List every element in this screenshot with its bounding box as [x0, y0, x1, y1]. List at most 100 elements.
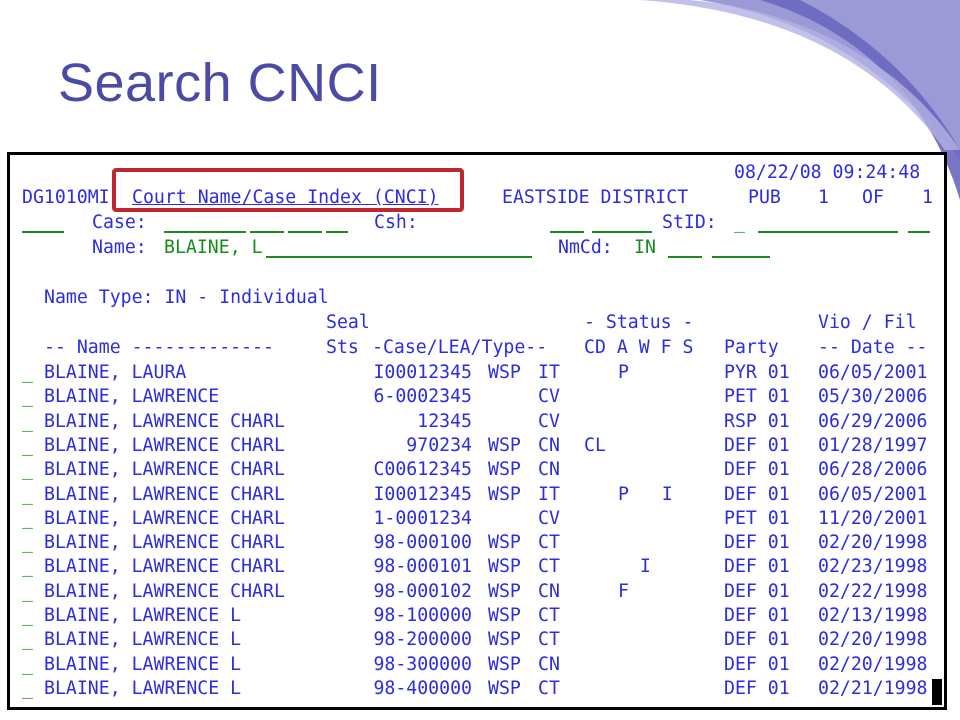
- nmcd-value[interactable]: IN: [634, 237, 656, 258]
- csh-field-2[interactable]: [592, 213, 652, 233]
- terminal-cursor: [932, 679, 942, 705]
- row-lea: WSP: [488, 532, 521, 554]
- column-header-1: Seal - Status - Vio / Fil: [22, 311, 940, 335]
- row-case-number: 98-100000: [373, 605, 472, 626]
- row-case-type: CN: [538, 459, 560, 481]
- row-party: DEF 01: [724, 580, 790, 602]
- row-select-field[interactable]: _: [22, 605, 33, 626]
- row-select-field[interactable]: _: [22, 556, 33, 578]
- row-date: 06/05/2001: [818, 362, 928, 383]
- page-total: 1: [922, 187, 933, 208]
- stid-field[interactable]: [758, 213, 898, 233]
- header-status: - Status -: [584, 312, 694, 333]
- row-case-number: 98-300000: [373, 653, 472, 675]
- row-case-number: 98-400000: [373, 677, 472, 699]
- row-party: RSP 01: [724, 410, 790, 432]
- case-number-field[interactable]: [250, 213, 284, 233]
- row-lea: WSP: [488, 580, 521, 602]
- row-select-field[interactable]: _: [22, 483, 33, 505]
- name-input-field[interactable]: [266, 238, 532, 258]
- terminal-content: 08/22/08 09:24:48 DG1010MI Court Name/Ca…: [22, 161, 940, 703]
- row-lea: WSP: [488, 629, 521, 651]
- row-date: 06/29/2006: [818, 410, 928, 432]
- row-case-number: I00012345: [373, 483, 472, 505]
- row-lea: WSP: [488, 459, 521, 481]
- row-lea: WSP: [488, 483, 521, 505]
- row-case-type: IT: [538, 362, 560, 383]
- row-select-field[interactable]: _: [22, 677, 33, 699]
- row-case-number: 970234: [406, 434, 472, 456]
- header-sts: Sts: [326, 337, 359, 358]
- row-lea: WSP: [488, 605, 521, 626]
- row-select-field[interactable]: _: [22, 362, 33, 383]
- row-party: PET 01: [724, 507, 790, 529]
- row-select-field[interactable]: _: [22, 580, 33, 602]
- row-select-field[interactable]: _: [22, 410, 33, 432]
- row-select-field[interactable]: _: [22, 653, 33, 675]
- row-select-field[interactable]: _: [22, 386, 33, 408]
- command-field[interactable]: [22, 213, 64, 233]
- row-select-field[interactable]: _: [22, 459, 33, 481]
- row-party: DEF 01: [724, 459, 790, 481]
- row-name: BLAINE, LAWRENCE CHARL: [44, 580, 285, 602]
- row-party: PET 01: [724, 386, 790, 408]
- row-lea: WSP: [488, 434, 521, 456]
- csh-field-1[interactable]: [550, 213, 584, 233]
- row-date: 06/28/2006: [818, 459, 928, 481]
- header-case: -Case/LEA/Type--: [372, 337, 548, 358]
- row-party: DEF 01: [724, 677, 790, 699]
- row-name: BLAINE, LAWRENCE L: [44, 629, 242, 651]
- row-lea: WSP: [488, 556, 521, 578]
- row-name: BLAINE, LAWRENCE CHARL: [44, 459, 285, 481]
- row-name: BLAINE, LAWRENCE CHARL: [44, 556, 285, 578]
- case-suffix-field[interactable]: [326, 213, 348, 233]
- header-cdawfs: CD A W F S: [584, 337, 694, 358]
- row-lea: WSP: [488, 362, 521, 383]
- nmcd-field-2[interactable]: [668, 238, 702, 258]
- row-status-flags: I: [618, 556, 651, 578]
- case-year-field[interactable]: [164, 213, 246, 233]
- row-date: 02/21/1998: [818, 677, 928, 699]
- stid-prefix-field[interactable]: _: [734, 212, 745, 233]
- row-lea: WSP: [488, 653, 521, 675]
- nmcd-field-3[interactable]: [712, 238, 770, 258]
- row-case-number: 98-000102: [373, 580, 472, 602]
- row-select-field[interactable]: _: [22, 532, 33, 554]
- row-case-type: CT: [538, 532, 560, 554]
- name-type-line: Name Type: IN - Individual: [22, 286, 940, 310]
- row-select-field[interactable]: _: [22, 507, 33, 529]
- row-case-number: I00012345: [373, 362, 472, 383]
- header-title-line: DG1010MI Court Name/Case Index (CNCI) EA…: [22, 186, 940, 210]
- row-party: DEF 01: [724, 434, 790, 456]
- row-lea: WSP: [488, 677, 521, 699]
- row-party: DEF 01: [724, 483, 790, 505]
- row-party: DEF 01: [724, 556, 790, 578]
- case-line: Case: Csh: StID: _: [22, 211, 940, 235]
- row-select-field[interactable]: _: [22, 629, 33, 651]
- row-name: BLAINE, LAWRENCE CHARL: [44, 483, 285, 505]
- name-input-value[interactable]: BLAINE, L: [164, 237, 263, 258]
- row-date: 02/20/1998: [818, 532, 928, 554]
- row-name: BLAINE, LAWRENCE L: [44, 605, 242, 626]
- stid-suffix-field[interactable]: [908, 213, 930, 233]
- row-case-type: CT: [538, 629, 560, 651]
- row-date: 02/22/1998: [818, 580, 928, 602]
- nmcd-label: NmCd:: [558, 237, 613, 258]
- case-type-field[interactable]: [288, 213, 322, 233]
- name-type-text: Name Type: IN - Individual: [44, 287, 329, 308]
- timestamp: 08/22/08 09:24:48: [734, 162, 921, 183]
- row-name: BLAINE, LAWRENCE CHARL: [44, 532, 285, 554]
- row-case-type: CN: [538, 580, 560, 602]
- header-party: Party: [724, 337, 779, 358]
- header-viofil: Vio / Fil: [818, 312, 917, 333]
- row-select-field[interactable]: _: [22, 434, 33, 456]
